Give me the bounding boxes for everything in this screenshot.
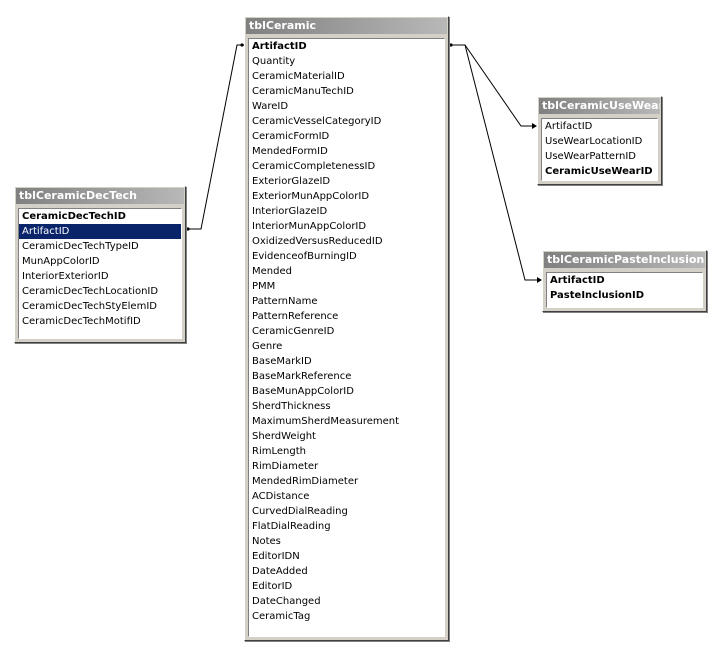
table-ceramic-paste-inclusion[interactable]: tblCeramicPasteInclusion ArtifactID Paste… bbox=[542, 250, 707, 312]
table-field[interactable]: ArtifactID bbox=[19, 224, 181, 239]
table-field[interactable]: ExteriorMunAppColorID bbox=[252, 191, 370, 202]
primary-key-field[interactable]: CeramicDecTechID bbox=[22, 211, 126, 222]
table-field[interactable]: EvidenceofBurningID bbox=[252, 251, 357, 262]
table-field[interactable]: ExteriorGlazeID bbox=[252, 176, 331, 187]
table-field[interactable]: BaseMunAppColorID bbox=[252, 386, 354, 397]
table-field[interactable]: InteriorMunAppColorID bbox=[252, 221, 367, 232]
table-ceramic-use-wear[interactable]: tblCeramicUseWear ArtifactID UseWearLocat… bbox=[537, 96, 662, 185]
table-title[interactable]: tblCeramicDecTech bbox=[16, 188, 184, 204]
primary-key-field[interactable]: CeramicUseWearID bbox=[545, 166, 653, 177]
table-field[interactable]: CeramicDecTechMotifID bbox=[22, 316, 141, 327]
table-title[interactable]: tblCeramicPasteInclusion bbox=[544, 252, 705, 268]
relationship-arrowhead bbox=[532, 123, 537, 129]
table-field[interactable]: BaseMarkReference bbox=[252, 371, 352, 382]
table-field[interactable]: FlatDialReading bbox=[252, 521, 331, 532]
table-field[interactable]: PatternReference bbox=[252, 311, 339, 322]
primary-key-field[interactable]: ArtifactID bbox=[252, 41, 307, 52]
table-field[interactable]: CeramicTag bbox=[252, 611, 311, 622]
field-list[interactable]: ArtifactID UseWearLocationID UseWearPatter… bbox=[541, 118, 658, 181]
table-field[interactable]: CeramicFormID bbox=[252, 131, 330, 142]
relationship-endpoint bbox=[240, 43, 244, 47]
field-list[interactable]: CeramicDecTechID ArtifactID CeramicDecTech… bbox=[18, 208, 182, 339]
table-field[interactable]: Notes bbox=[252, 536, 281, 547]
table-field[interactable]: DateChanged bbox=[252, 596, 321, 607]
table-field[interactable]: CeramicDecTechStyElemID bbox=[22, 301, 157, 312]
table-field[interactable]: RimLength bbox=[252, 446, 306, 457]
relationship-line-ceramic-usewear[interactable] bbox=[449, 44, 535, 127]
table-field[interactable]: MaximumSherdMeasurement bbox=[252, 416, 400, 427]
relationship-line-dectech-ceramic[interactable] bbox=[186, 44, 244, 230]
table-field[interactable]: CeramicDecTechTypeID bbox=[22, 241, 139, 252]
table-field[interactable]: CeramicDecTechLocationID bbox=[22, 286, 159, 297]
relationship-line-ceramic-paste[interactable] bbox=[449, 44, 540, 281]
relationship-endpoint bbox=[186, 227, 190, 231]
table-field[interactable]: InteriorExteriorID bbox=[22, 271, 109, 282]
table-field[interactable]: MendedFormID bbox=[252, 146, 328, 157]
table-title[interactable]: tblCeramic bbox=[246, 18, 447, 34]
table-field[interactable]: RimDiameter bbox=[252, 461, 319, 472]
field-list[interactable]: ArtifactID PasteInclusionID bbox=[546, 272, 703, 308]
table-field[interactable]: Mended bbox=[252, 266, 292, 277]
table-field[interactable]: SherdThickness bbox=[252, 401, 331, 412]
table-field[interactable]: CeramicCompletenessID bbox=[252, 161, 376, 172]
table-field[interactable]: EditorIDN bbox=[252, 551, 300, 562]
table-field[interactable]: WareID bbox=[252, 101, 289, 112]
table-field[interactable]: OxidizedVersusReducedID bbox=[252, 236, 383, 247]
table-field[interactable]: UseWearPatternID bbox=[545, 151, 637, 162]
table-field[interactable]: PatternName bbox=[252, 296, 318, 307]
table-ceramic-dec-tech[interactable]: tblCeramicDecTech CeramicDecTechID Artifa… bbox=[14, 186, 186, 343]
table-field[interactable]: Quantity bbox=[252, 56, 296, 67]
table-field[interactable]: ArtifactID bbox=[545, 121, 593, 132]
table-field[interactable]: PMM bbox=[252, 281, 276, 292]
table-field[interactable]: CeramicManuTechID bbox=[252, 86, 354, 97]
table-field[interactable]: BaseMarkID bbox=[252, 356, 312, 367]
table-field[interactable]: Genre bbox=[252, 341, 283, 352]
table-field[interactable]: CeramicGenreID bbox=[252, 326, 335, 337]
table-field[interactable]: MendedRimDiameter bbox=[252, 476, 359, 487]
table-field[interactable]: CeramicMaterialID bbox=[252, 71, 345, 82]
relationship-arrowhead bbox=[537, 277, 542, 283]
table-field[interactable]: MunAppColorID bbox=[22, 256, 100, 267]
table-field[interactable]: SherdWeight bbox=[252, 431, 316, 442]
table-field[interactable]: CurvedDialReading bbox=[252, 506, 348, 517]
table-field[interactable]: UseWearLocationID bbox=[545, 136, 643, 147]
table-field[interactable]: EditorID bbox=[252, 581, 293, 592]
primary-key-field[interactable]: PasteInclusionID bbox=[550, 290, 645, 301]
table-field[interactable]: InteriorGlazeID bbox=[252, 206, 328, 217]
table-title[interactable]: tblCeramicUseWear bbox=[539, 98, 660, 114]
primary-key-field[interactable]: ArtifactID bbox=[550, 275, 605, 286]
table-field[interactable]: DateAdded bbox=[252, 566, 308, 577]
table-field[interactable]: ACDistance bbox=[252, 491, 310, 502]
relationship-endpoint bbox=[449, 43, 453, 47]
table-field[interactable]: CeramicVesselCategoryID bbox=[252, 116, 382, 127]
